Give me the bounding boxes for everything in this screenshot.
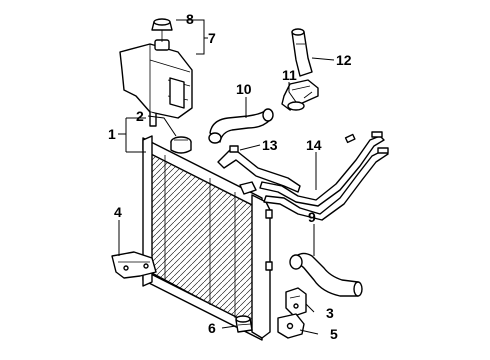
callout-4: 4 — [114, 204, 122, 220]
lower-support-bracket — [277, 313, 305, 339]
callout-10: 10 — [236, 81, 252, 97]
callout-labels: 1 2 3 4 5 6 7 8 9 10 11 12 13 14 — [108, 11, 352, 342]
bypass-hose — [291, 28, 313, 77]
reservoir-cap — [151, 18, 173, 42]
callout-12: 12 — [336, 52, 352, 68]
radiator-cap — [170, 136, 192, 154]
callout-5: 5 — [330, 326, 338, 342]
water-outlet-fitting — [281, 79, 319, 111]
leader-lines — [118, 19, 335, 335]
callout-8: 8 — [186, 11, 194, 27]
callout-9: 9 — [308, 209, 316, 225]
side-mount-bracket — [111, 251, 157, 279]
callout-13: 13 — [262, 137, 278, 153]
callout-14: 14 — [306, 137, 322, 153]
lower-mount-bracket — [285, 287, 307, 317]
mount-insulator — [235, 315, 253, 333]
upper-radiator-hose — [208, 108, 274, 144]
coolant-reservoir — [119, 39, 193, 127]
callout-1: 1 — [108, 126, 116, 142]
callout-6: 6 — [208, 320, 216, 336]
cooler-line-upper — [217, 145, 301, 193]
callout-3: 3 — [326, 305, 334, 321]
callout-2: 2 — [136, 108, 144, 124]
callout-11: 11 — [282, 67, 297, 83]
lower-radiator-hose — [289, 252, 363, 297]
callout-7: 7 — [208, 30, 216, 46]
cooler-lines — [259, 131, 389, 221]
